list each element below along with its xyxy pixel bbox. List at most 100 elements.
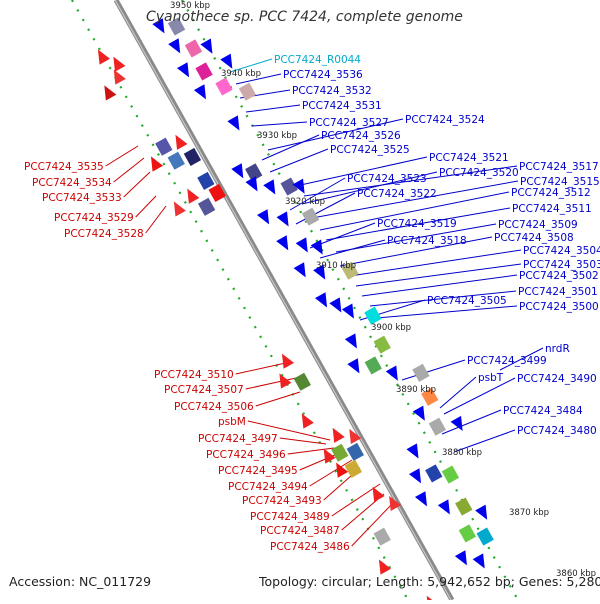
gene-label-right[interactable]: PCC7424_3515 [520,176,600,188]
gene-arrow [323,448,336,464]
gene-box [301,207,320,226]
gene-box [167,17,186,36]
gene-arrow [220,53,233,69]
gene-label-right[interactable]: PCC7424_3499 [467,355,547,367]
tick-label: 3930 kbp [257,131,297,141]
label-leader-left [331,483,381,517]
gene-box [458,524,477,543]
gene-label-left[interactable]: PCC7424_3489 [250,511,330,523]
gene-label-right[interactable]: PCC7424_3519 [377,218,457,230]
gene-arrow [245,176,258,192]
gene-label-left[interactable]: PCC7424_3496 [206,449,286,461]
gene-label-left[interactable]: PCC7424_3529 [54,212,134,224]
gene-arrow [313,264,326,280]
gene-label-right[interactable]: PCC7424_3502 [519,270,599,282]
gene-label-left[interactable]: PCC7424_3497 [198,433,278,445]
gene-label-left[interactable]: PCC7424_3506 [174,401,254,413]
gene-arrow [200,38,213,54]
gene-label-right[interactable]: PCC7424_R0044 [274,54,361,66]
gene-label-left[interactable]: psbM [218,416,246,428]
tick-label: 3910 kbp [316,261,356,271]
gene-label-right[interactable]: PCC7424_3532 [292,85,372,97]
gene-arrow [152,18,165,34]
topology-text: Topology: circular; Length: 5,942,652 bp… [259,574,600,589]
gene-label-left[interactable]: PCC7424_3533 [42,192,122,204]
gene-label-right[interactable]: PCC7424_3521 [429,152,509,164]
gene-label-right[interactable]: PCC7424_3522 [357,188,437,200]
gene-box [183,147,202,166]
gene-arrow [187,188,200,204]
gene-label-right[interactable]: PCC7424_3505 [427,295,507,307]
gene-arrow [315,292,328,308]
gene-label-right[interactable]: PCC7424_3518 [387,235,467,247]
gene-arrow [344,333,357,349]
gene-features [97,17,494,604]
gene-label-right[interactable]: PCC7424_3503 [523,259,600,271]
gene-label-right[interactable]: PCC7424_3500 [519,301,599,313]
gene-label-right[interactable]: PCC7424_3508 [494,232,574,244]
gene-label-right[interactable]: PCC7424_3527 [309,117,389,129]
gene-label-right[interactable]: PCC7424_3525 [330,144,410,156]
label-leader-left [247,420,331,441]
gene-label-left[interactable]: PCC7424_3487 [260,525,340,537]
gene-label-right[interactable]: nrdR [545,343,570,355]
gene-label-right[interactable]: PCC7424_3526 [321,130,401,142]
gene-label-left[interactable]: PCC7424_3493 [242,495,322,507]
label-leader-right [453,429,516,453]
gene-box [195,62,213,81]
gene-label-left[interactable]: PCC7424_3494 [228,481,308,493]
label-leader-right [289,177,346,211]
gene-box [364,356,382,375]
gene-label-right[interactable]: PCC7424_3517 [519,161,599,173]
genome-backbone-highlight [114,0,452,601]
gene-arrow [336,462,349,478]
gene-label-right[interactable]: PCC7424_3480 [517,425,597,437]
label-leader-left [235,361,291,375]
gene-label-left[interactable]: PCC7424_3510 [154,369,234,381]
gene-arrow [310,239,323,255]
gene-arrow [341,303,354,319]
gene-label-right[interactable]: PCC7424_3490 [517,373,597,385]
gene-label-left[interactable]: PCC7424_3486 [270,541,350,553]
gene-box [428,417,447,436]
gene-box [346,442,364,461]
gene-label-right[interactable]: psbT [478,372,504,384]
gene-arrow [173,201,186,217]
gene-label-left[interactable]: PCC7424_3528 [64,228,144,240]
gene-arrow [437,499,450,515]
gene-label-left[interactable]: PCC7424_3507 [164,384,244,396]
gene-box [208,183,226,202]
gene-label-left[interactable]: PCC7424_3534 [32,177,112,189]
gene-arrow [408,468,422,484]
label-leader-right [295,156,428,187]
label-leader-left [287,447,335,455]
gene-arrow [104,85,117,101]
label-leader-right [229,58,273,73]
label-leader-right [439,376,477,409]
gene-label-right[interactable]: PCC7424_3501 [518,286,598,298]
gene-box [293,372,311,391]
gene-box [364,306,382,325]
gene-label-right[interactable]: PCC7424_3520 [439,167,519,179]
gene-box [197,171,215,190]
gene-label-right[interactable]: PCC7424_3524 [405,114,485,126]
label-leader-right [355,263,522,287]
gene-label-right[interactable]: PCC7424_3484 [503,405,583,417]
label-leader-left [105,145,139,167]
gene-label-right[interactable]: PCC7424_3504 [523,245,600,257]
gene-label-right[interactable]: PCC7424_3523 [347,173,427,185]
gene-label-right[interactable]: PCC7424_3512 [511,187,591,199]
gene-arrow [472,553,485,569]
gene-label-right[interactable]: PCC7424_3509 [498,219,578,231]
gene-label-right[interactable]: PCC7424_3531 [302,100,382,112]
gene-arrow [257,209,270,225]
gene-arrow [177,62,190,78]
label-leader-right [339,236,493,267]
tick-label: 3950 kbp [170,1,210,11]
gene-label-left[interactable]: PCC7424_3535 [24,161,104,173]
gene-label-left[interactable]: PCC7424_3495 [218,465,298,477]
gene-label-right[interactable]: PCC7424_3536 [283,69,363,81]
gene-label-right[interactable]: PCC7424_3511 [512,203,592,215]
